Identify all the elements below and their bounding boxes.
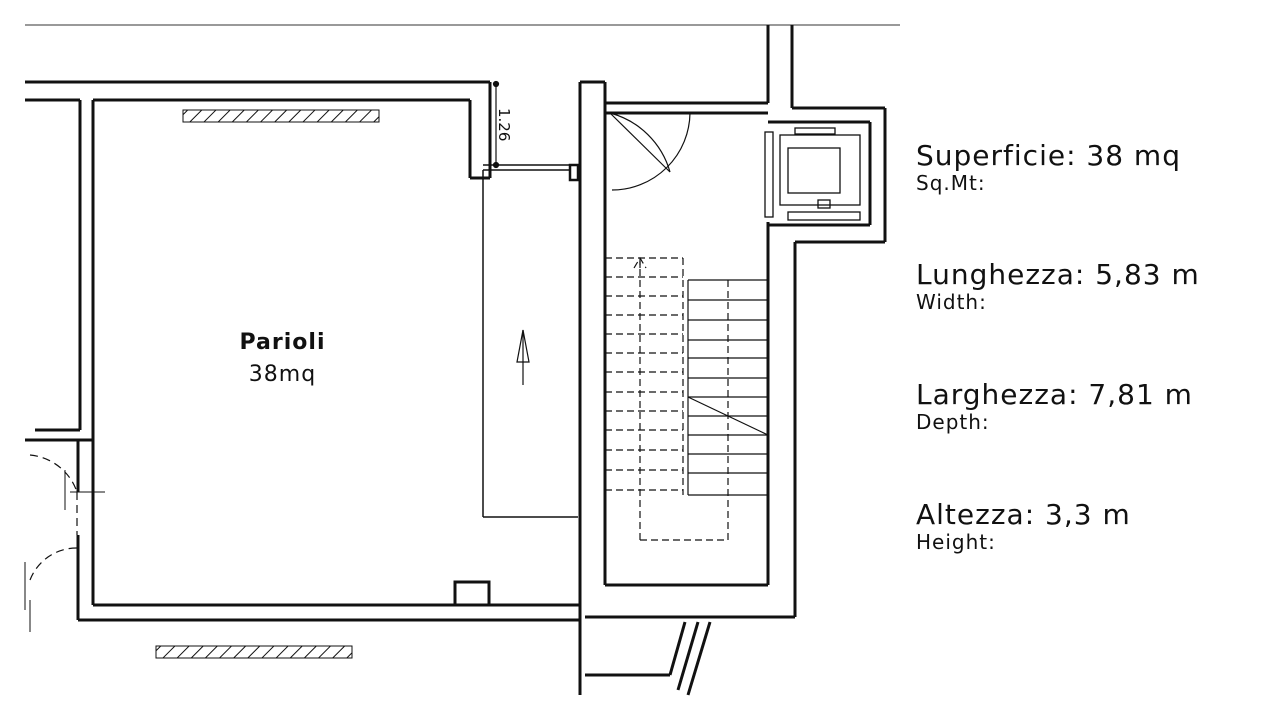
spec-surface: Superficie: 38 mq Sq.Mt: bbox=[916, 139, 1181, 195]
left-door-jambs bbox=[24, 470, 105, 632]
stairs-dashed bbox=[605, 256, 729, 541]
room-walls bbox=[76, 82, 580, 622]
left-walls bbox=[25, 80, 490, 442]
spec-width: Larghezza: 7,81 m Depth: bbox=[916, 378, 1193, 434]
spec-width-sub: Depth: bbox=[916, 410, 990, 434]
spec-surface-sub: Sq.Mt: bbox=[916, 171, 986, 195]
bottom-walls bbox=[585, 621, 712, 696]
screen-hatch-bottom bbox=[155, 645, 353, 659]
spec-height-label: Altezza: 3,3 m bbox=[916, 498, 1131, 531]
spec-surface-label: Superficie: 38 mq bbox=[916, 139, 1181, 172]
elevator-shaft bbox=[766, 25, 887, 244]
elevator-car bbox=[764, 127, 861, 221]
left-doors bbox=[29, 454, 78, 581]
spec-width-label: Larghezza: 7,81 m bbox=[916, 378, 1193, 411]
partition bbox=[482, 163, 580, 518]
stair-door bbox=[609, 112, 691, 191]
spec-length: Lunghezza: 5,83 m Width: bbox=[916, 258, 1200, 314]
spec-length-label: Lunghezza: 5,83 m bbox=[916, 258, 1200, 291]
dimension-label: 1.26 bbox=[495, 108, 513, 142]
spec-length-sub: Width: bbox=[916, 290, 987, 314]
stairwell-walls bbox=[578, 80, 797, 695]
spec-height: Altezza: 3,3 m Height: bbox=[916, 498, 1131, 554]
floor-plan bbox=[24, 24, 900, 696]
spec-height-sub: Height: bbox=[916, 530, 996, 554]
dimension-line bbox=[492, 80, 500, 169]
direction-arrow bbox=[516, 329, 530, 385]
room-name: Parioli bbox=[239, 330, 326, 355]
room-area: 38mq bbox=[248, 362, 317, 387]
screen-hatch-top bbox=[182, 109, 380, 123]
